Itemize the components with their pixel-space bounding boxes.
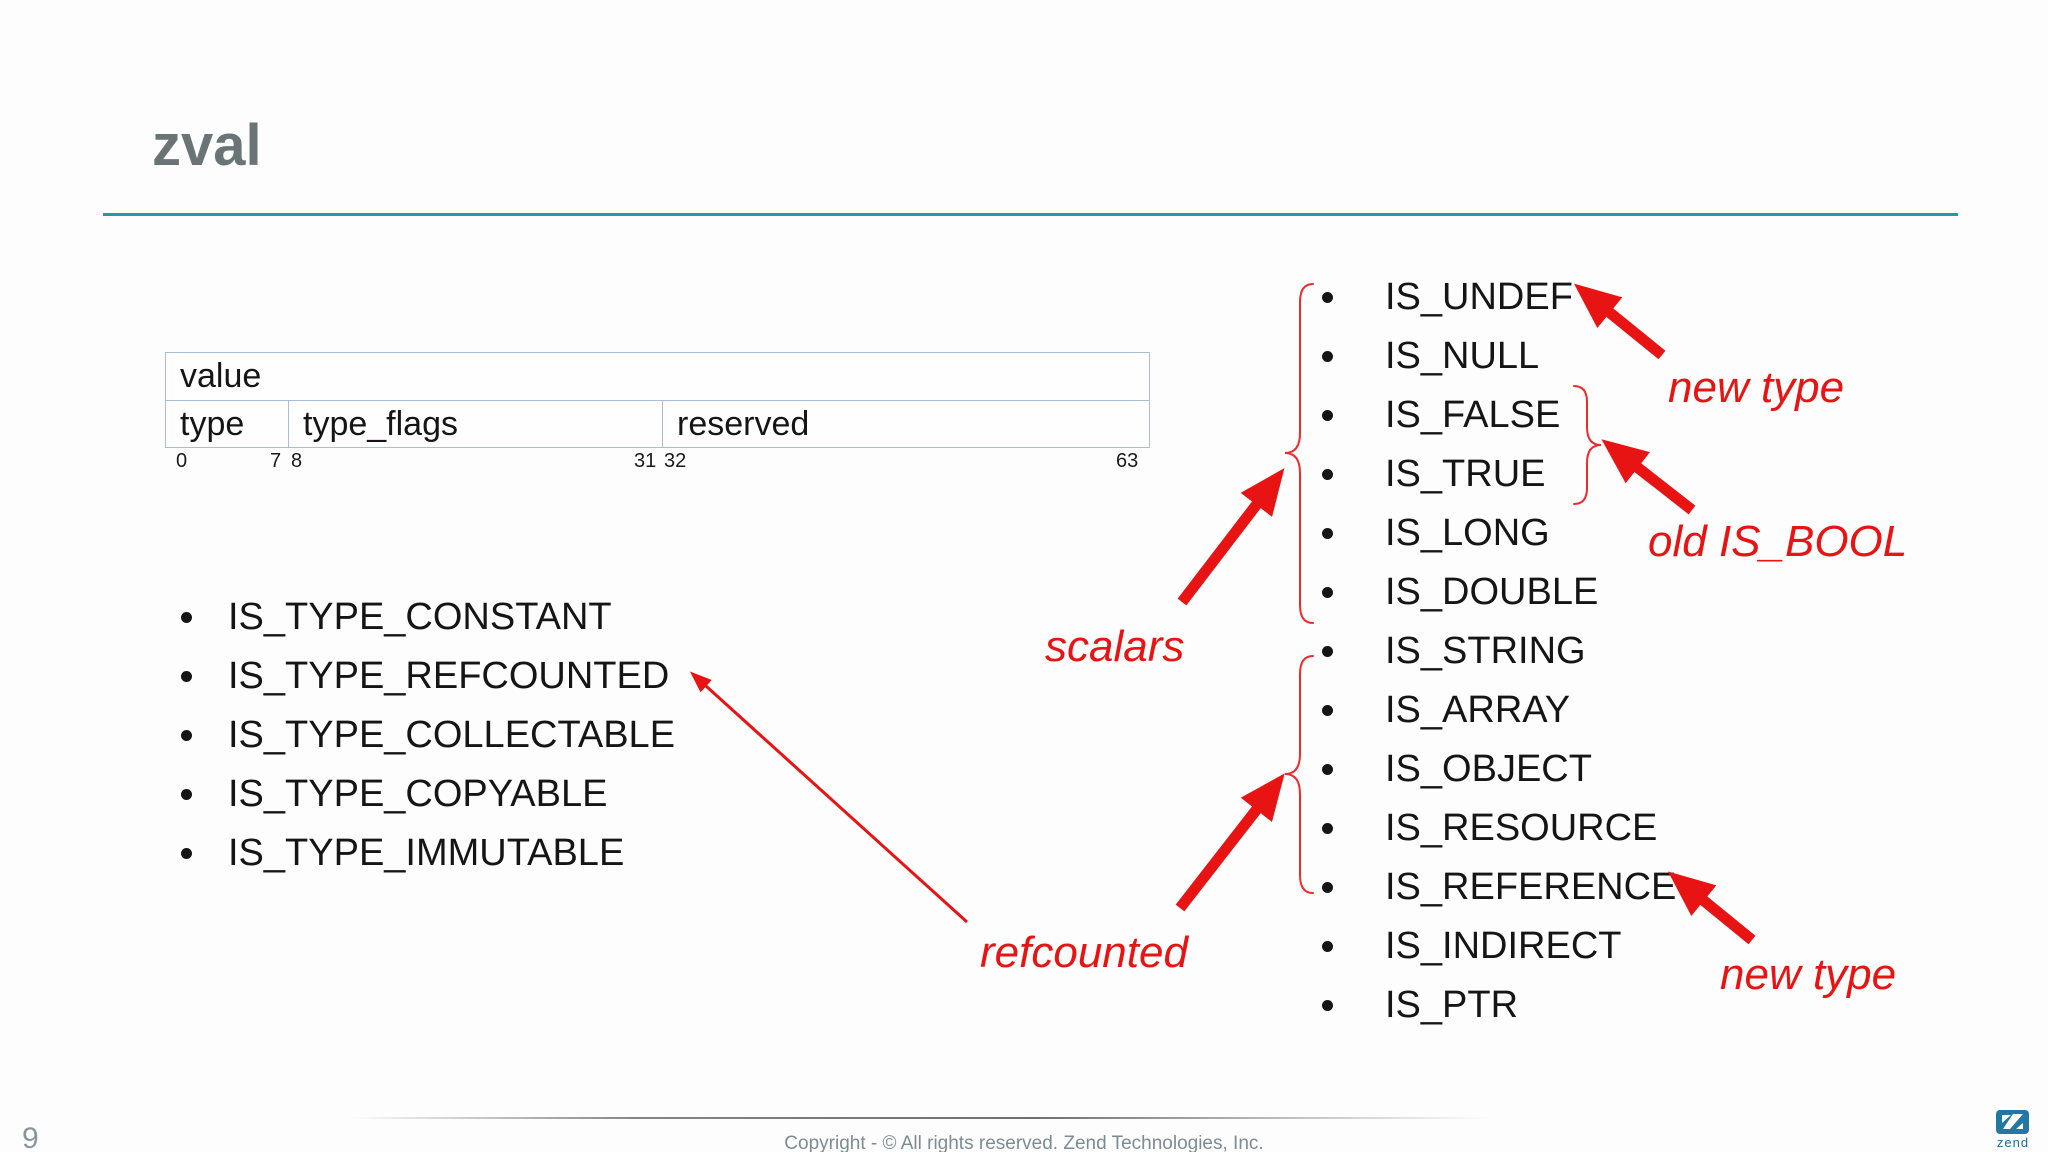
bullet-icon <box>181 612 192 623</box>
flag-item: IS_TYPE_REFCOUNTED <box>165 647 675 706</box>
bullet-icon <box>1322 646 1333 657</box>
refcounted-arrow <box>1175 773 1285 912</box>
type-item-label: IS_ARRAY <box>1385 689 1571 731</box>
annotation-old-is-bool: old IS_BOOL <box>1648 517 1908 566</box>
type-item-label: IS_PTR <box>1385 984 1519 1026</box>
type-item-label: IS_STRING <box>1385 630 1586 672</box>
flag-item-label: IS_TYPE_COLLECTABLE <box>228 714 676 756</box>
bitfield-cell-reserved: reserved <box>677 404 810 443</box>
bullet-icon <box>181 848 192 859</box>
bullet-icon <box>1322 823 1333 834</box>
bullet-icon <box>1322 764 1333 775</box>
bullet-icon <box>1322 882 1333 893</box>
bullet-icon <box>181 789 192 800</box>
flag-item: IS_TYPE_CONSTANT <box>165 588 675 647</box>
annotation-new-type-top: new type <box>1668 363 1845 412</box>
type-item-label: IS_UNDEF <box>1385 276 1573 318</box>
type-item-label: IS_RESOURCE <box>1385 807 1658 849</box>
bullet-icon <box>1322 705 1333 716</box>
refcounted-thin-arrow <box>689 671 969 924</box>
bit-label-0: 0 <box>176 450 188 472</box>
scalars-arrow <box>1177 468 1285 606</box>
flag-item: IS_TYPE_COLLECTABLE <box>165 706 675 765</box>
refcounted-brace <box>1284 655 1314 894</box>
type-item: IS_STRING <box>1316 622 1676 681</box>
type-item: IS_PTR <box>1316 976 1676 1035</box>
type-item: IS_TRUE <box>1316 445 1676 504</box>
bitfield-cell-value: value <box>166 353 1149 401</box>
bitfield-cell-type-flags: type_flags <box>289 401 663 447</box>
type-item-label: IS_DOUBLE <box>1385 571 1599 613</box>
type-item-label: IS_NULL <box>1385 335 1540 377</box>
type-item: IS_REFERENCE <box>1316 858 1676 917</box>
type-item-label: IS_OBJECT <box>1385 748 1592 790</box>
type-item: IS_RESOURCE <box>1316 799 1676 858</box>
type-item: IS_INDIRECT <box>1316 917 1676 976</box>
bit-label-8: 8 <box>291 450 303 472</box>
bullet-icon <box>1322 1000 1333 1011</box>
type-item-label: IS_LONG <box>1385 512 1550 554</box>
bitfield-row-2: type type_flags reserved <box>166 401 1149 447</box>
type-item: IS_FALSE <box>1316 386 1676 445</box>
flag-item-label: IS_TYPE_CONSTANT <box>228 596 612 638</box>
bit-label-63: 63 <box>1116 450 1139 472</box>
title-rule <box>103 213 1958 216</box>
annotation-new-type-bottom: new type <box>1720 950 1897 999</box>
bullet-icon <box>181 730 192 741</box>
type-item-label: IS_INDIRECT <box>1385 925 1622 967</box>
bitfield-cell-type: type <box>166 401 289 447</box>
bullet-icon <box>1322 587 1333 598</box>
type-item: IS_NULL <box>1316 327 1676 386</box>
type-item-label: IS_FALSE <box>1385 394 1561 436</box>
type-item: IS_DOUBLE <box>1316 563 1676 622</box>
flag-item: IS_TYPE_IMMUTABLE <box>165 824 675 883</box>
footer-divider <box>350 1117 1490 1119</box>
bullet-icon <box>181 671 192 682</box>
annotation-refcounted: refcounted <box>980 928 1188 977</box>
type-item: IS_UNDEF <box>1316 268 1676 327</box>
flag-item: IS_TYPE_COPYABLE <box>165 765 675 824</box>
zend-logo-text: zend <box>1996 1135 2030 1150</box>
bit-label-31: 31 <box>634 450 657 472</box>
bullet-icon <box>1322 351 1333 362</box>
bullet-icon <box>1322 941 1333 952</box>
type-item-label: IS_TRUE <box>1385 453 1546 495</box>
flag-item-label: IS_TYPE_COPYABLE <box>228 773 608 815</box>
type-item: IS_ARRAY <box>1316 681 1676 740</box>
bit-label-32: 32 <box>664 450 687 472</box>
page-title: zval <box>152 113 262 178</box>
copyright-text: Copyright - © All rights reserved. Zend … <box>784 1133 1264 1152</box>
bullet-icon <box>1322 528 1333 539</box>
type-item-label: IS_REFERENCE <box>1385 866 1677 908</box>
bit-label-7: 7 <box>270 450 282 472</box>
flag-item-label: IS_TYPE_REFCOUNTED <box>228 655 670 697</box>
flags-list: IS_TYPE_CONSTANT IS_TYPE_REFCOUNTED IS_T… <box>165 588 675 883</box>
bullet-icon <box>1322 292 1333 303</box>
annotation-scalars: scalars <box>1045 622 1185 671</box>
page-number: 9 <box>22 1122 39 1152</box>
scalars-brace <box>1284 283 1314 624</box>
type-item: IS_OBJECT <box>1316 740 1676 799</box>
type-item: IS_LONG <box>1316 504 1676 563</box>
bitfield-table: value type type_flags reserved <box>165 352 1150 448</box>
new-type-bottom-arrow <box>1668 871 1756 945</box>
zend-logo-icon <box>1996 1110 2029 1134</box>
flag-item-label: IS_TYPE_IMMUTABLE <box>228 832 625 874</box>
bullet-icon <box>1322 410 1333 421</box>
bullet-icon <box>1322 469 1333 480</box>
types-list: IS_UNDEF IS_NULL IS_FALSE IS_TRUE IS_LON… <box>1316 268 1676 1035</box>
